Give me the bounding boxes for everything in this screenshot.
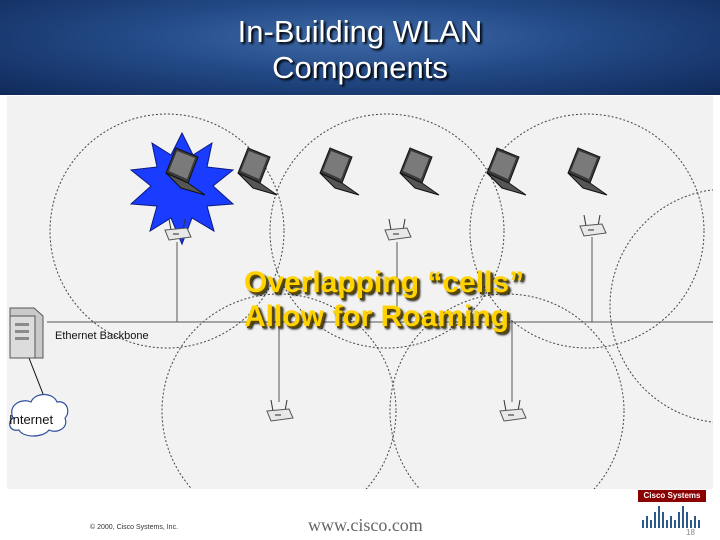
roaming-callout: Overlapping “cells” Allow for Roaming <box>244 266 524 334</box>
title-line-2: Components <box>272 50 448 85</box>
laptop-icon <box>165 147 206 196</box>
access-point-icon <box>499 399 527 422</box>
callout-line-2: Allow for Roaming <box>244 300 509 333</box>
laptop-icon <box>319 147 360 196</box>
access-point-icon <box>579 214 607 237</box>
access-point-icon <box>164 218 192 241</box>
title-line-1: In-Building WLAN <box>237 14 483 49</box>
laptop-icon <box>399 147 440 196</box>
ethernet-backbone-label: Ethernet Backbone <box>55 330 149 342</box>
cisco-logo: Cisco Systems <box>638 490 706 530</box>
coverage-cell <box>161 293 397 489</box>
copyright-text: © 2000, Cisco Systems, Inc. <box>90 524 179 531</box>
laptop-icon <box>486 147 527 196</box>
coverage-cell <box>469 113 705 349</box>
access-point-icon <box>266 399 294 422</box>
cloud-icon <box>9 393 69 437</box>
coverage-cell <box>49 113 285 349</box>
laptop-icon <box>237 147 278 196</box>
logo-bars-icon <box>638 502 706 530</box>
access-point-icon <box>384 218 412 241</box>
internet-link-line <box>28 357 46 400</box>
page-number: 18 <box>686 528 695 537</box>
slide-header: In-Building WLAN Components <box>0 0 720 95</box>
server-icon <box>9 307 44 359</box>
coverage-cell <box>269 113 505 349</box>
website-url: www.cisco.com <box>308 515 423 535</box>
internet-label: Internet <box>9 412 54 427</box>
callout-line-1: Overlapping “cells” <box>244 266 525 299</box>
logo-wordmark: Cisco Systems <box>638 490 706 502</box>
slide-title: In-Building WLAN Components <box>0 14 720 86</box>
wlan-diagram <box>9 113 713 489</box>
laptop-icon <box>567 147 608 196</box>
coverage-cell <box>609 189 713 423</box>
diagram-area: Ethernet Backbone Internet Overlapping “… <box>7 96 713 489</box>
coverage-cell <box>389 293 625 489</box>
